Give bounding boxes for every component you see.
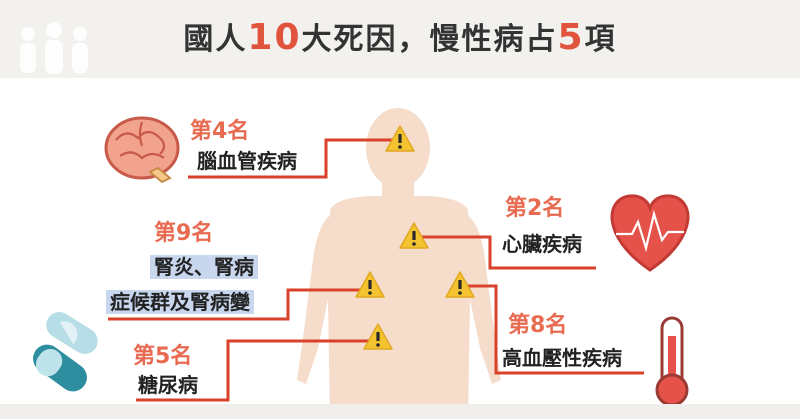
thermometer-icon — [655, 316, 689, 407]
people-icon — [20, 22, 88, 74]
disease-label-cerebrovascular: 腦血管疾病 — [197, 149, 297, 173]
connector-line-rank2 — [414, 235, 596, 270]
rank-label-4: 第4名 — [190, 119, 250, 144]
header-band — [0, 0, 800, 78]
warning-icon — [445, 271, 475, 298]
disease-label-hypertension: 高血壓性疾病 — [502, 346, 622, 370]
disease-label-diabetes: 糖尿病 — [138, 373, 198, 397]
title-number-five: 5 — [557, 17, 585, 58]
rank-label-5: 第5名 — [133, 344, 193, 369]
connector-line-rank9 — [108, 288, 370, 321]
footer-band — [0, 404, 800, 419]
disease-label-kidney-line1: 腎炎、腎病 — [150, 253, 258, 281]
connector-line-rank5 — [136, 339, 378, 402]
connector-line-rank8 — [460, 284, 644, 375]
body-silhouette — [297, 108, 501, 419]
page-title: 國人10大死因，慢性病占5項 — [183, 17, 617, 58]
kidney-pill-icon — [33, 312, 98, 392]
warning-icon — [363, 323, 393, 350]
warning-icon — [385, 125, 415, 152]
warning-icon — [355, 271, 385, 298]
warning-icon — [399, 222, 429, 249]
brain-icon — [104, 116, 180, 184]
connector-line-rank4 — [188, 138, 400, 179]
heart-icon — [610, 194, 690, 272]
rank-label-8: 第8名 — [508, 313, 568, 338]
rank-label-9: 第9名 — [154, 221, 214, 246]
rank-label-2: 第2名 — [505, 196, 565, 221]
title-number-ten: 10 — [247, 17, 302, 58]
disease-label-kidney-line2: 症候群及腎病變 — [106, 288, 254, 316]
disease-label-heart: 心臟疾病 — [502, 232, 582, 256]
